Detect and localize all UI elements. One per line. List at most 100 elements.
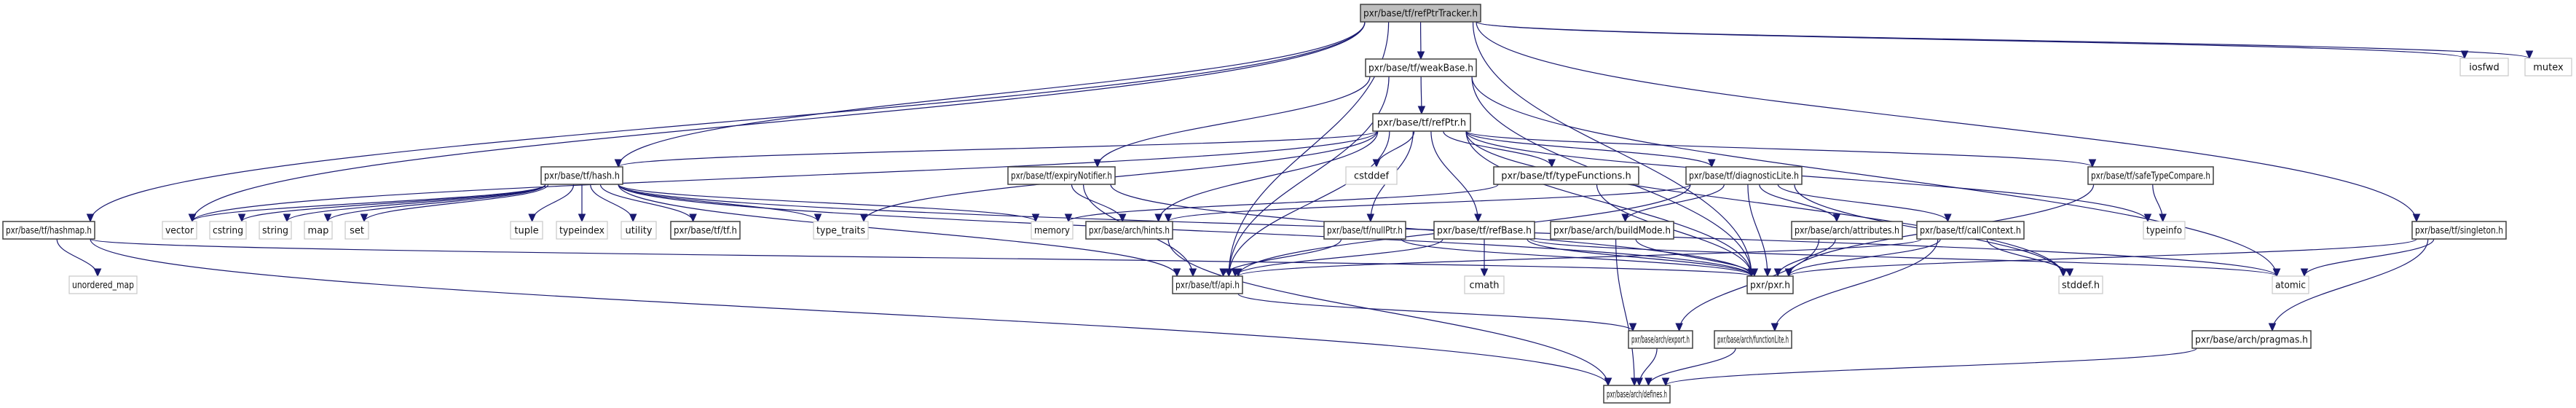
edge-refPtrTracker-to-hashmap: [90, 21, 1366, 222]
node-label: pxr/base/arch/export.h: [1631, 335, 1690, 346]
arrowhead-singleton-to-pragmas: [2268, 323, 2277, 332]
node-box: [2058, 275, 2103, 294]
nodes-layer: pxr/base/tf/refPtrTracker.h pxr/base/tf/w…: [2, 4, 2572, 404]
node-buildMode[interactable]: pxr/base/arch/buildMode.h: [1550, 221, 1674, 240]
node-box: [344, 221, 369, 240]
arrowhead-buildMode-to-pxr: [1750, 268, 1759, 278]
arrowhead-callContext-to-api: [1234, 268, 1242, 278]
node-box: [1493, 166, 1639, 185]
node-singleton[interactable]: pxr/base/tf/singleton.h: [2411, 221, 2507, 240]
arrowhead-refPtr-to-type_traits: [859, 213, 868, 223]
node-label: pxr/base/tf/callContext.h: [1920, 226, 2021, 237]
node-label: atomic: [2275, 280, 2306, 291]
node-label: pxr/base/arch/attributes.h: [1795, 226, 1899, 237]
node-hashmap[interactable]: pxr/base/tf/hashmap.h: [2, 221, 95, 240]
edge-refPtrTracker-to-singleton: [1476, 21, 2417, 222]
node-tf[interactable]: pxr/base/tf/tf.h: [670, 221, 741, 240]
node-callContext[interactable]: pxr/base/tf/callContext.h: [1916, 221, 2025, 240]
node-cstddef: cstddef: [1345, 166, 1398, 185]
arrowhead-expiryNotifier-to-api: [1189, 268, 1197, 278]
edge-weakBase-to-api: [1228, 76, 1390, 277]
arrowhead-refPtr-to-diagnosticLite: [1707, 159, 1716, 168]
edge-refBase-to-pxr: [1527, 238, 1752, 277]
node-box: [1345, 166, 1398, 185]
edge-typeFunctions-to-memory: [1068, 184, 1499, 222]
node-label: iosfwd: [2469, 63, 2500, 74]
arrowhead-hash-to-string: [283, 213, 291, 223]
node-weakBase[interactable]: pxr/base/tf/weakBase.h: [1365, 58, 1477, 77]
edge-diagnosticLite-to-hints: [1167, 184, 1691, 222]
edge-hash-to-set: [363, 184, 549, 222]
node-pxr[interactable]: pxr/pxr.h: [1746, 275, 1794, 294]
edge-diagnosticLite-to-callContext: [1777, 184, 1948, 222]
edge-refPtrTracker-to-iosfwd: [1476, 21, 2465, 59]
edge-buildMode-to-defines: [1615, 238, 1635, 386]
arrowhead-hash-to-tuple: [528, 213, 536, 223]
node-box: [1550, 221, 1674, 240]
arrowhead-typeFunctions-to-memory: [1064, 213, 1073, 223]
edge-refPtr-to-api: [1228, 130, 1390, 277]
arrowhead-hash-to-typeindex: [578, 213, 586, 223]
edge-pragmas-to-defines: [1665, 348, 2197, 386]
node-box: [1746, 275, 1794, 294]
edge-refBase-to-api: [1234, 238, 1443, 277]
node-label: cstddef: [1354, 171, 1390, 182]
edge-hash-to-vector: [192, 184, 546, 222]
node-box: [556, 221, 608, 240]
node-label: set: [350, 226, 364, 237]
node-map: map: [304, 221, 333, 240]
node-typeFunctions[interactable]: pxr/base/tf/typeFunctions.h: [1493, 166, 1639, 185]
edge-refPtr-to-pxr: [1465, 130, 1752, 277]
node-export[interactable]: pxr/base/arch/export.h: [1628, 330, 1693, 349]
arrowhead-hash-to-memory: [1031, 213, 1040, 223]
node-label: unordered_map: [72, 280, 134, 291]
node-typeinfo: typeinfo: [2143, 221, 2186, 240]
node-box: [1433, 221, 1535, 240]
node-box: [2, 221, 95, 240]
arrowhead-hashmap-to-unordered_map: [93, 268, 102, 278]
edge-hash-to-tuple: [532, 184, 575, 222]
edge-singleton-to-pragmas: [2272, 238, 2429, 332]
node-diagnosticLite[interactable]: pxr/base/tf/diagnosticLite.h: [1685, 166, 1803, 185]
node-label: pxr/base/tf/refPtr.h: [1377, 118, 1466, 129]
arrowhead-nullPtr-to-api: [1219, 268, 1227, 278]
arrowhead-refPtr-to-refBase: [1474, 213, 1482, 223]
node-label: pxr/base/tf/expiryNotifier.h: [1011, 171, 1112, 182]
node-refPtr[interactable]: pxr/base/tf/refPtr.h: [1372, 113, 1471, 132]
arrowhead-refPtr-to-typeinfo: [2143, 213, 2152, 223]
node-pragmas[interactable]: pxr/base/arch/pragmas.h: [2191, 330, 2312, 349]
node-label: pxr/base/tf/refPtrTracker.h: [1363, 9, 1478, 20]
arrowhead-refPtrTracker-to-weakBase: [1417, 51, 1425, 60]
arrowhead-refPtrTracker-to-mutex: [2525, 50, 2534, 60]
node-box: [1628, 330, 1693, 349]
node-label: typeinfo: [2146, 226, 2182, 237]
node-attributes[interactable]: pxr/base/arch/attributes.h: [1791, 221, 1903, 240]
edge-expiryNotifier-to-pxr: [1110, 184, 1752, 277]
node-api[interactable]: pxr/base/tf/api.h: [1172, 275, 1243, 294]
node-expiryNotifier[interactable]: pxr/base/tf/expiryNotifier.h: [1007, 166, 1116, 185]
node-type_traits: type_traits: [813, 221, 869, 240]
arrowhead-refBase-to-atomic: [2272, 268, 2281, 278]
node-label: pxr/base/arch/functionLite.h: [1717, 335, 1789, 346]
node-hints[interactable]: pxr/base/arch/hints.h: [1085, 221, 1173, 240]
node-nullPtr[interactable]: pxr/base/tf/nullPtr.h: [1323, 221, 1406, 240]
node-functionLite[interactable]: pxr/base/arch/functionLite.h: [1714, 330, 1792, 349]
edge-hash-to-pxr: [618, 184, 1752, 277]
node-mutex: mutex: [2524, 58, 2572, 76]
node-safeTypeCompare[interactable]: pxr/base/tf/safeTypeCompare.h: [2087, 166, 2214, 185]
node-refBase[interactable]: pxr/base/tf/refBase.h: [1433, 221, 1535, 240]
node-hash[interactable]: pxr/base/tf/hash.h: [540, 166, 623, 185]
arrowhead-safeTypeCompare-to-typeinfo: [2159, 213, 2167, 223]
node-label: pxr/base/arch/defines.h: [1607, 390, 1667, 401]
node-refPtrTracker[interactable]: pxr/base/tf/refPtrTracker.h: [1360, 4, 1481, 23]
node-label: pxr/base/tf/weakBase.h: [1368, 63, 1473, 74]
arrowhead-refPtrTracker-to-iosfwd: [2460, 50, 2469, 60]
node-defines[interactable]: pxr/base/arch/defines.h: [1603, 385, 1671, 404]
node-box: [162, 221, 197, 240]
node-typeindex: typeindex: [556, 221, 608, 240]
edge-refPtr-to-typeFunctions: [1443, 130, 1553, 168]
arrowhead-export-to-defines: [1635, 377, 1644, 387]
edge-refPtr-to-stddef: [1465, 130, 2064, 277]
node-box: [1085, 221, 1173, 240]
